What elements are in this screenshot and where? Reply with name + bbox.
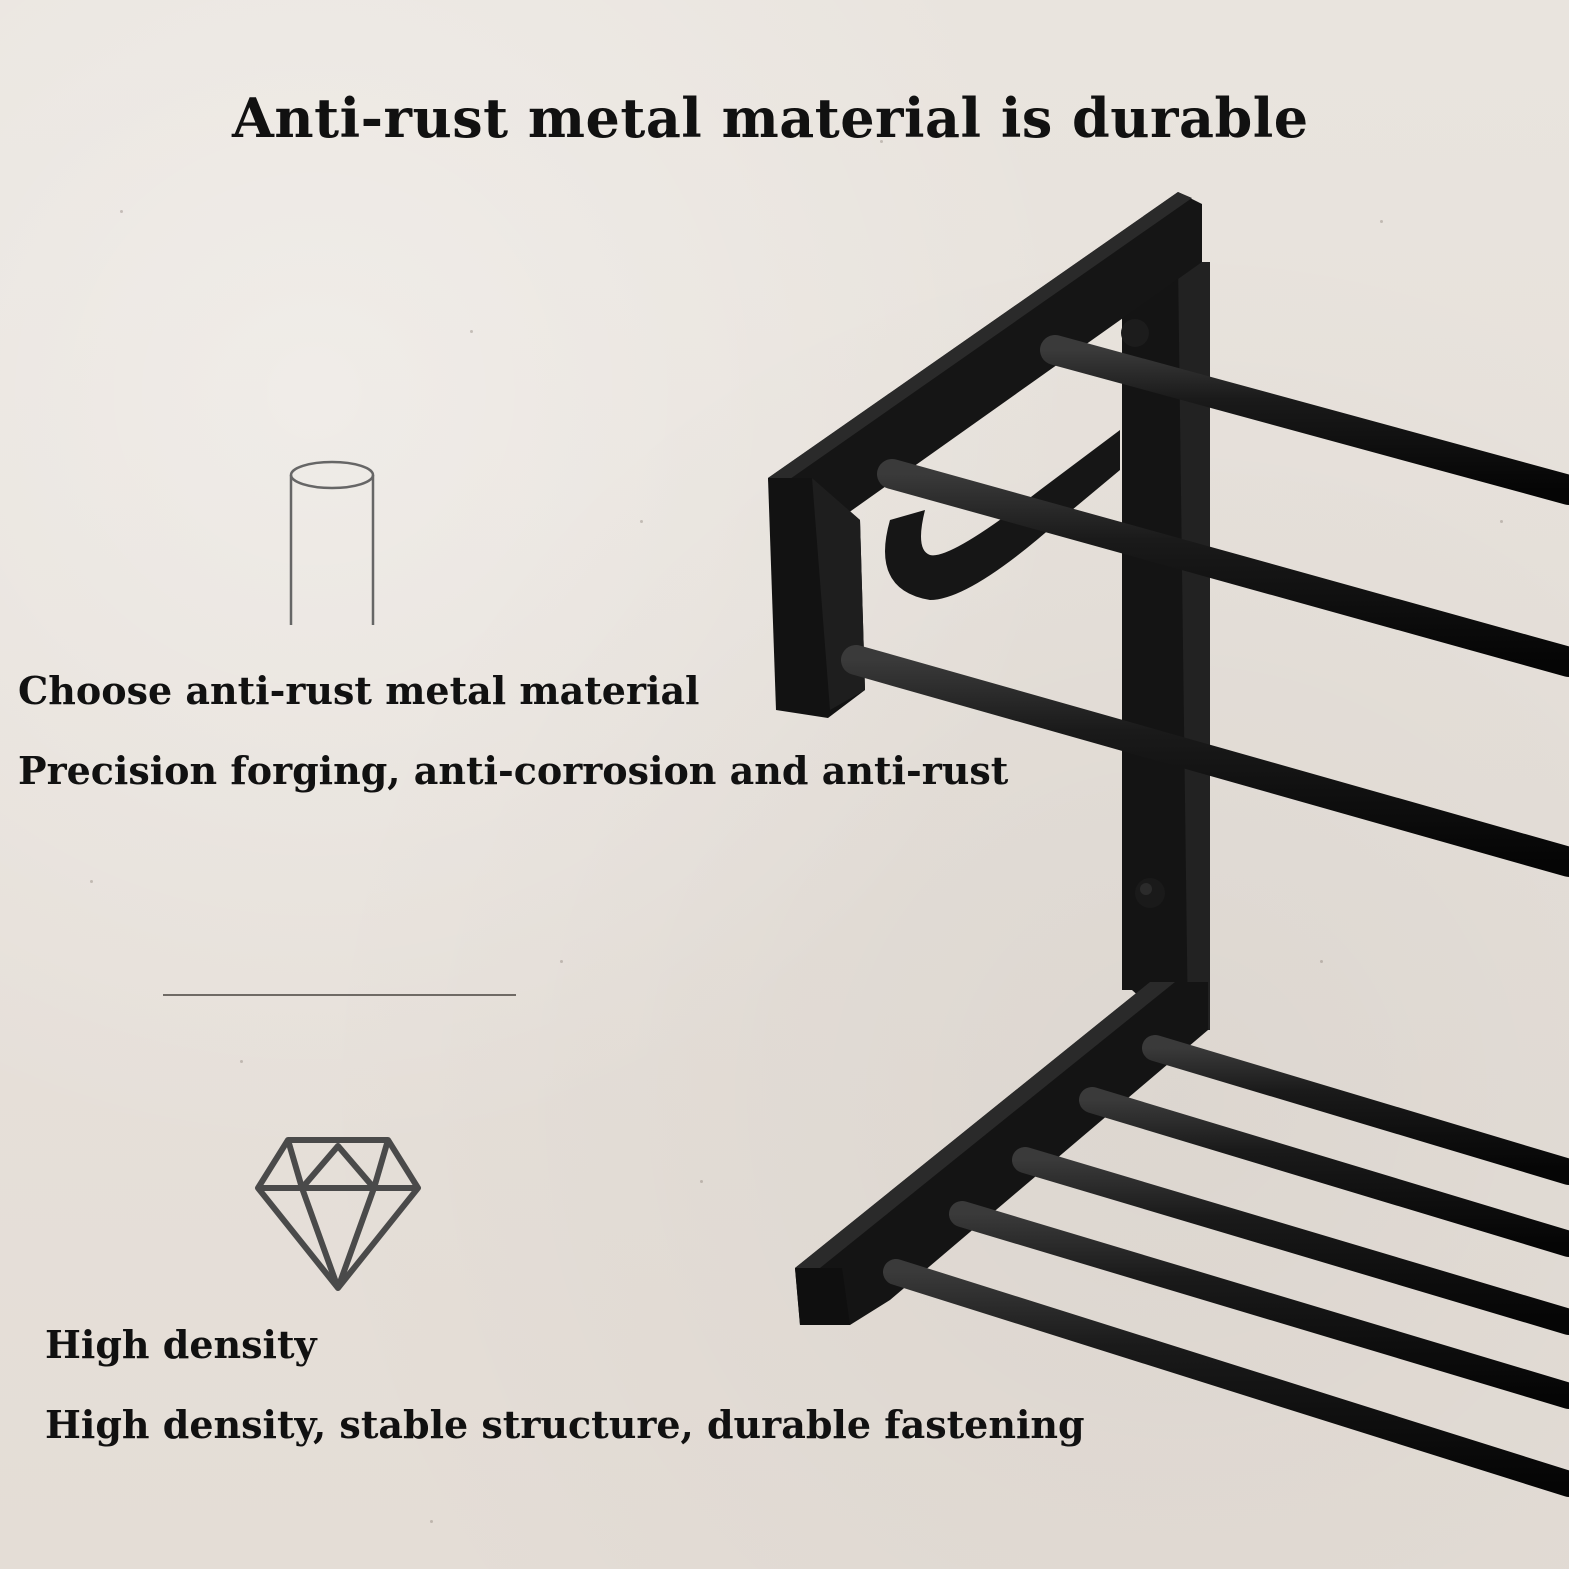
wall-texture-speck bbox=[700, 1180, 703, 1183]
feature-description-high-density: High density, stable structure, durable … bbox=[45, 1402, 1085, 1447]
wall-texture-speck bbox=[560, 960, 563, 963]
wall-texture-speck bbox=[1380, 220, 1383, 223]
page-headline: Anti-rust metal material is durable bbox=[232, 86, 1309, 150]
rack-back-bracket bbox=[1121, 262, 1210, 1030]
wall-texture-speck bbox=[120, 210, 123, 213]
rack-upper-rods bbox=[841, 335, 1569, 877]
wall-texture-speck bbox=[90, 880, 93, 883]
wall-texture-speck bbox=[430, 1520, 433, 1523]
cylinder-rod-icon bbox=[289, 460, 375, 625]
section-divider bbox=[163, 994, 516, 996]
feature-description-anti-rust: Precision forging, anti-corrosion and an… bbox=[18, 748, 1009, 793]
rack-bottom-frame bbox=[795, 982, 1208, 1325]
wall-texture-speck bbox=[1320, 960, 1323, 963]
wall-texture-speck bbox=[240, 1060, 243, 1063]
rack-lower-rods bbox=[883, 1035, 1569, 1497]
feature-title-high-density: High density bbox=[45, 1322, 317, 1367]
wall-texture-speck bbox=[880, 140, 883, 143]
diamond-icon bbox=[255, 1137, 421, 1291]
wall-texture-speck bbox=[1500, 520, 1503, 523]
rack-top-frame bbox=[768, 192, 1202, 718]
wall-texture-speck bbox=[470, 330, 473, 333]
feature-title-anti-rust: Choose anti-rust metal material bbox=[18, 668, 700, 713]
wall-texture-speck bbox=[640, 520, 643, 523]
